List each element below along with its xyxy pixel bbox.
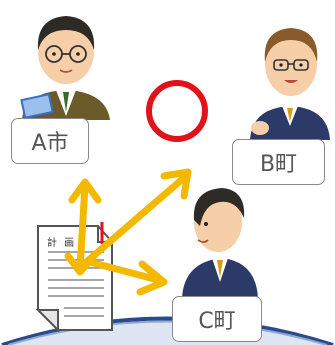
bidirectional-arrow-icon xyxy=(64,168,192,296)
person-with-glasses-icon xyxy=(250,28,330,140)
plan-document-title: 計 画 xyxy=(47,238,77,249)
town-c-label: C町 xyxy=(172,296,262,342)
town-b-label: B町 xyxy=(232,139,325,185)
person-side-view-icon xyxy=(182,188,258,298)
person-with-glasses-and-book-icon xyxy=(20,16,110,120)
city-a-label: A市 xyxy=(11,118,89,164)
red-circle-icon xyxy=(146,80,208,142)
